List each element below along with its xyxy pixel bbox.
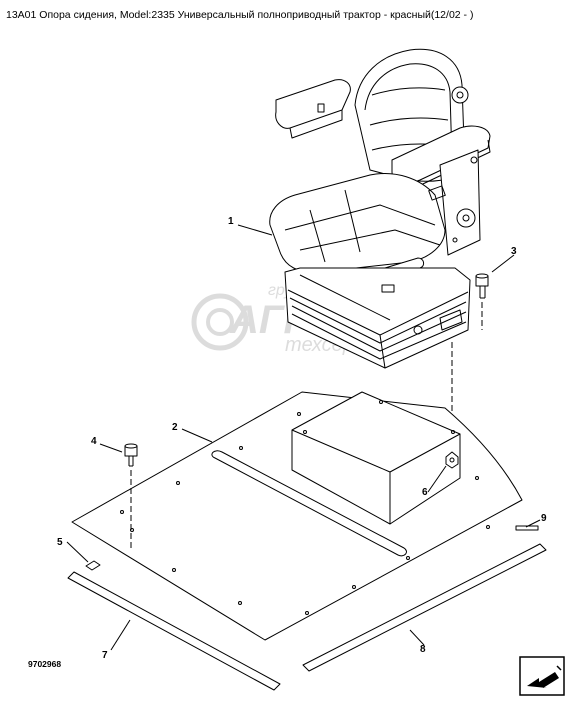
page-title: 13A01 Опора сидения, Model:2335 Универса… bbox=[6, 9, 474, 21]
callout-5: 5 bbox=[57, 537, 63, 548]
pin-9[interactable] bbox=[515, 525, 539, 531]
callout-8: 8 bbox=[420, 644, 426, 655]
bolt-4[interactable] bbox=[124, 443, 138, 467]
seat-base-plate[interactable] bbox=[71, 391, 523, 641]
callout-6: 6 bbox=[422, 487, 428, 498]
callout-7: 7 bbox=[102, 650, 108, 661]
arrow-icon bbox=[519, 656, 565, 696]
seal-strip-8[interactable] bbox=[302, 543, 547, 672]
bolt-3[interactable] bbox=[475, 273, 489, 299]
seat-assembly[interactable] bbox=[269, 48, 491, 369]
clip-5[interactable] bbox=[85, 560, 101, 571]
callout-9: 9 bbox=[541, 513, 547, 524]
drawing-reference-number: 9702968 bbox=[28, 659, 62, 669]
callout-3: 3 bbox=[511, 246, 517, 257]
callout-4: 4 bbox=[91, 436, 97, 447]
seal-strip-7[interactable] bbox=[67, 571, 281, 691]
nut-6[interactable] bbox=[445, 451, 459, 469]
navigation-button[interactable] bbox=[519, 656, 565, 696]
callout-2: 2 bbox=[172, 422, 178, 433]
callout-1: 1 bbox=[228, 216, 234, 227]
